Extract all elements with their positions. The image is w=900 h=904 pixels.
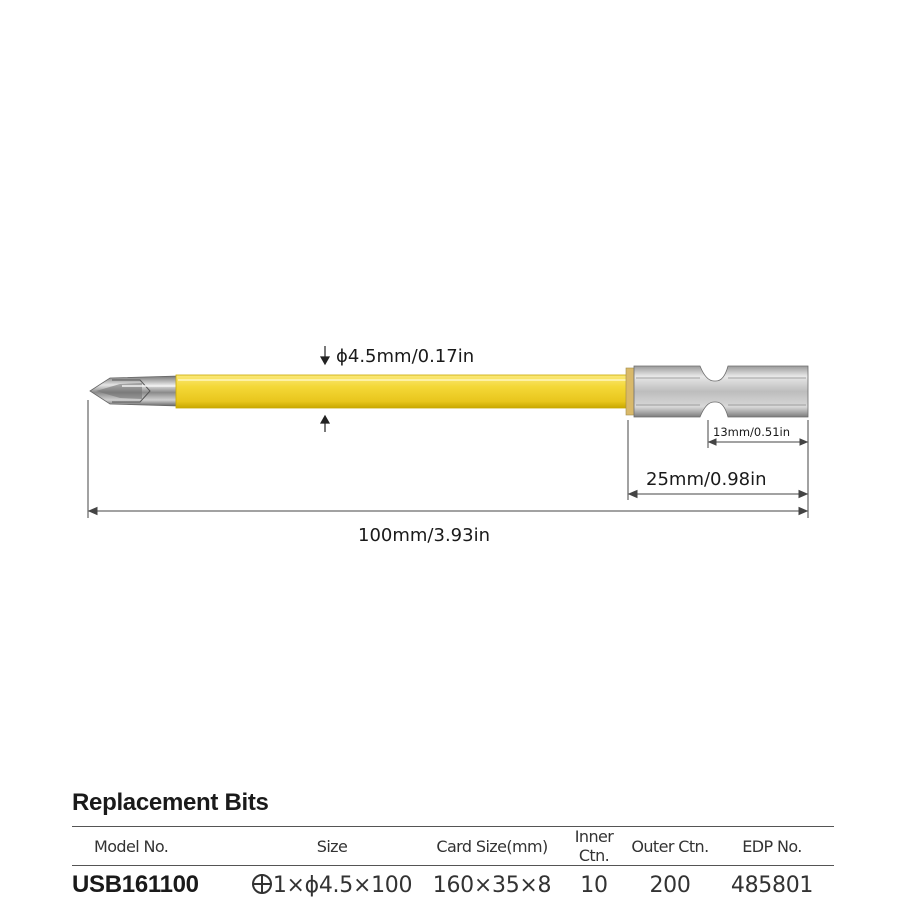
header-inner-ctn: Inner Ctn. xyxy=(558,827,630,866)
header-outer-ctn: Outer Ctn. xyxy=(630,827,710,866)
hex-length-dimension xyxy=(709,439,807,445)
shank-end-dimension xyxy=(629,491,807,498)
hex-shank xyxy=(626,366,808,417)
overall-length-label: 100mm/3.93in xyxy=(358,525,490,546)
cell-model: USB161100 xyxy=(72,866,238,904)
section-title: Replacement Bits xyxy=(72,789,269,817)
cell-size: 1×ϕ4.5×100 xyxy=(238,866,426,904)
table-header-row: Model No. Size Card Size(mm) Inner Ctn. … xyxy=(72,827,834,866)
cell-edp: 485801 xyxy=(710,866,834,904)
cell-outer-ctn: 200 xyxy=(630,866,710,904)
cell-card-size: 160×35×8 xyxy=(426,866,558,904)
phillips-head-icon xyxy=(252,874,272,894)
shank-diameter-label: ϕ4.5mm/0.17in xyxy=(336,346,474,367)
header-size: Size xyxy=(238,827,426,866)
header-model-no: Model No. xyxy=(72,827,238,866)
cell-inner-ctn: 10 xyxy=(558,866,630,904)
shank-end-length-label: 25mm/0.98in xyxy=(646,469,767,490)
hex-length-label: 13mm/0.51in xyxy=(713,425,790,439)
header-card-size: Card Size(mm) xyxy=(426,827,558,866)
extension-lines xyxy=(88,400,808,518)
screwdriver-bit-drawing: ϕ4.5mm/0.17in 13mm/0.51in 25mm/0.98in 10… xyxy=(0,0,900,600)
spec-table: Model No. Size Card Size(mm) Inner Ctn. … xyxy=(72,826,834,904)
table-row: USB161100 1×ϕ4.5×100 160×35×8 10 200 485… xyxy=(72,866,834,904)
cell-size-text: 1×ϕ4.5×100 xyxy=(273,873,412,898)
header-edp-no: EDP No. xyxy=(710,827,834,866)
overall-length-dimension xyxy=(89,508,807,515)
phillips-tip xyxy=(90,376,178,406)
